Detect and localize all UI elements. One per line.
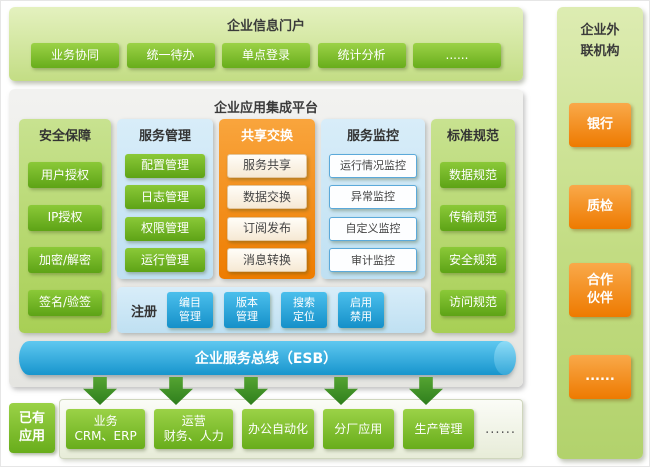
monitor-item-audit: 审计监控: [329, 248, 417, 273]
standards-item-transport: 传输规范: [440, 204, 506, 231]
register-item-version: 版本 管理: [224, 292, 271, 328]
service-mgmt-header: 服务管理: [138, 129, 191, 144]
standards-item-data: 数据规范: [440, 162, 506, 189]
app-item-oa: 办公自动化: [242, 409, 314, 449]
external-item-partner: 合作 伙伴: [569, 263, 631, 317]
portal-items-row: 业务协同 统一待办 单点登录 统计分析 ......: [9, 34, 523, 68]
standards-header: 标准规范: [446, 129, 499, 144]
service-mgmt-item-log: 日志管理: [125, 185, 205, 210]
service-mgmt-column: 服务管理 配置管理 日志管理 权限管理 运行管理: [117, 119, 213, 279]
security-item-user-auth: 用户授权: [28, 162, 102, 189]
existing-apps-more: ......: [485, 421, 516, 437]
service-mgmt-item-config: 配置管理: [125, 153, 205, 178]
platform-panel: 企业应用集成平台 安全保障 用户授权 IP授权 加密/解密 签名/验签 服务管理…: [9, 89, 523, 387]
app-item-finance-hr: 运营 财务、人力: [154, 409, 234, 449]
portal-item-statistics: 统计分析: [317, 43, 406, 68]
existing-apps-label: 已有 应用: [9, 403, 55, 453]
monitor-item-custom: 自定义监控: [329, 216, 417, 241]
service-monitor-column: 服务监控 运行情况监控 异常监控 自定义监控 审计监控: [321, 119, 425, 279]
security-item-ip-auth: IP授权: [28, 204, 102, 231]
share-item-pubsub: 订阅发布: [227, 216, 307, 241]
security-header: 安全保障: [38, 129, 91, 144]
app-item-production: 生产管理: [402, 409, 475, 449]
platform-title: 企业应用集成平台: [213, 101, 318, 116]
share-exchange-column: 共享交换 服务共享 数据交换 订阅发布 消息转换: [219, 119, 315, 279]
esb-bus: 企业服务总线（ESB）: [19, 341, 516, 375]
share-item-data-exchange: 数据交换: [227, 185, 307, 210]
monitor-item-runtime: 运行情况监控: [329, 153, 417, 178]
portal-item-unified-todo: 统一待办: [126, 43, 215, 68]
portal-item-sso: 单点登录: [222, 43, 310, 68]
security-column: 安全保障 用户授权 IP授权 加密/解密 签名/验签: [19, 119, 111, 333]
security-item-encrypt: 加密/解密: [28, 247, 102, 274]
external-item-more: ......: [569, 355, 631, 399]
share-exchange-header: 共享交换: [240, 129, 293, 144]
app-item-crm-erp: 业务 CRM、ERP: [66, 409, 146, 449]
register-item-catalog: 编目 管理: [167, 292, 214, 328]
register-item-enable: 启用 禁用: [338, 292, 385, 328]
register-bar: 注册 编目 管理 版本 管理 搜索 定位 启用 禁用: [117, 287, 425, 333]
external-item-quality: 质检: [569, 185, 631, 229]
app-item-branch: 分厂应用: [322, 409, 394, 449]
monitor-item-exception: 异常监控: [329, 185, 417, 210]
esb-label: 企业服务总线（ESB）: [194, 351, 338, 367]
security-item-sign: 签名/验签: [28, 289, 102, 316]
share-item-msg-transform: 消息转换: [227, 248, 307, 273]
register-label: 注册: [131, 304, 158, 320]
service-mgmt-item-runtime: 运行管理: [125, 248, 205, 273]
standards-item-access: 访问规范: [440, 289, 506, 316]
portal-panel: 企业信息门户 业务协同 统一待办 单点登录 统计分析 ......: [9, 7, 523, 81]
service-mgmt-item-permission: 权限管理: [125, 216, 205, 241]
portal-item-more: ......: [413, 43, 501, 68]
external-panel: 企业外 联机构 银行 质检 合作 伙伴 ......: [557, 7, 643, 459]
platform-middle-area: 服务管理 配置管理 日志管理 权限管理 运行管理 共享交换 服务共享 数据交换 …: [117, 119, 425, 333]
portal-title: 企业信息门户: [226, 19, 305, 34]
service-monitor-header: 服务监控: [346, 129, 399, 144]
standards-column: 标准规范 数据规范 传输规范 安全规范 访问规范: [431, 119, 515, 333]
share-item-service-share: 服务共享: [227, 153, 307, 178]
portal-item-business-collab: 业务协同: [31, 43, 119, 68]
external-title: 企业外 联机构: [580, 23, 620, 59]
standards-item-security: 安全规范: [440, 247, 506, 274]
register-item-search: 搜索 定位: [281, 292, 328, 328]
external-item-bank: 银行: [569, 103, 631, 147]
existing-apps-panel: 业务 CRM、ERP 运营 财务、人力 办公自动化 分厂应用 生产管理 ....…: [59, 399, 523, 459]
